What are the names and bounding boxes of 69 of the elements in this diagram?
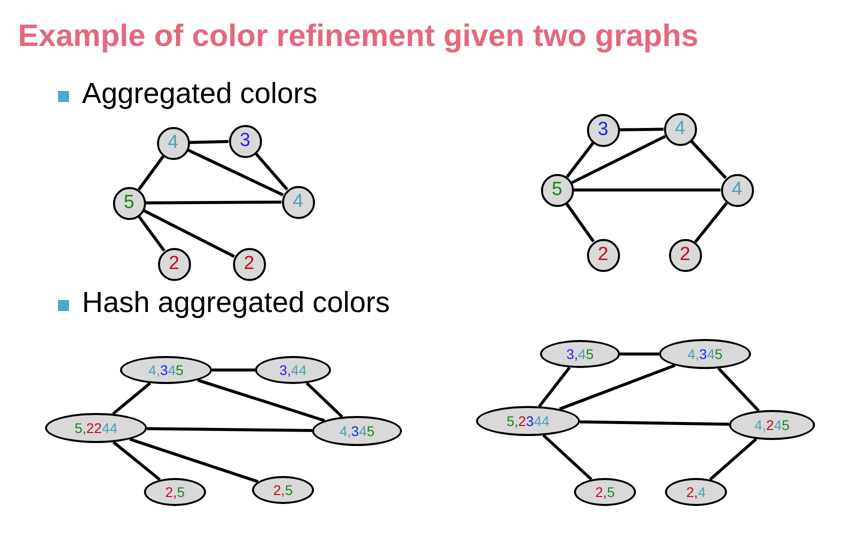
node-label: 4,345 (148, 362, 184, 378)
graph-edge (112, 440, 161, 481)
node-label: 3,45 (566, 346, 594, 362)
graph-edge (146, 427, 312, 432)
node-label: 5 (124, 192, 134, 214)
node-label: 2,5 (595, 484, 615, 500)
graph-edge (254, 152, 288, 191)
graph-node-ellipse (252, 476, 314, 504)
graph-edge (580, 420, 730, 426)
node-label: 4,245 (754, 417, 790, 433)
section-heading: Hash aggregated colors (82, 287, 390, 320)
node-label: 4 (732, 179, 742, 201)
node-label: 5,2344 (506, 413, 550, 429)
graph-edge (143, 209, 235, 258)
graph-edge (558, 364, 676, 410)
graph-edge (565, 202, 595, 242)
graph-node-circle (540, 174, 574, 206)
graph-node-circle (232, 248, 266, 280)
node-label: 3 (598, 119, 608, 141)
node-label: 5 (552, 179, 562, 201)
section-heading: Aggregated colors (82, 78, 318, 111)
node-label: 2,5 (273, 482, 293, 498)
graph-edge (189, 140, 229, 144)
graph-edge (197, 378, 325, 422)
graph-edge (306, 382, 344, 418)
node-label: 2,4 (686, 484, 706, 500)
slide-title: Example of color refinement given two graphs (18, 18, 698, 54)
node-label: 3 (240, 130, 250, 152)
graph-edge (694, 202, 728, 244)
graph-node-circle (282, 186, 314, 218)
graph-node-circle (158, 248, 190, 280)
graph-edge (538, 366, 571, 408)
node-label: 4,345 (687, 346, 723, 362)
graph-edge (138, 155, 164, 191)
graph-edge (620, 352, 659, 356)
graph-node-circle (664, 112, 696, 146)
graph-edge (146, 200, 282, 204)
graph-edge (542, 434, 592, 481)
graph-node-circle (586, 238, 620, 272)
graph-edge (709, 438, 758, 481)
graph-edge (690, 140, 727, 179)
graph-node-ellipse (312, 416, 402, 446)
graph-edge (129, 438, 258, 484)
graph-node-circle (668, 238, 702, 272)
graph-edge (187, 148, 284, 196)
node-label: 2 (244, 253, 254, 275)
node-label: 2 (168, 253, 180, 275)
graph-edge (574, 188, 720, 192)
graph-node-circle (228, 124, 262, 158)
node-label: 2 (680, 244, 690, 266)
node-label: 3,44 (279, 362, 307, 378)
graph-edge (717, 367, 760, 412)
graph-node-circle (156, 126, 190, 160)
graph-edge (138, 215, 166, 252)
graph-node-circle (720, 174, 754, 206)
node-label: 4,345 (339, 423, 375, 439)
graph-edge (619, 128, 664, 132)
node-label: 5,2244 (74, 420, 118, 436)
graph-edge (566, 142, 594, 178)
node-label: 4 (674, 118, 686, 140)
graph-edge (212, 368, 255, 372)
node-label: 4 (168, 132, 178, 154)
graph-node-circle (112, 186, 146, 220)
node-label: 2 (598, 244, 608, 266)
graph-node-circle (586, 114, 620, 146)
node-label: 2,5 (165, 484, 185, 500)
graph-edge (571, 134, 666, 184)
graph-edge (112, 382, 152, 416)
node-label: 4 (292, 191, 304, 213)
